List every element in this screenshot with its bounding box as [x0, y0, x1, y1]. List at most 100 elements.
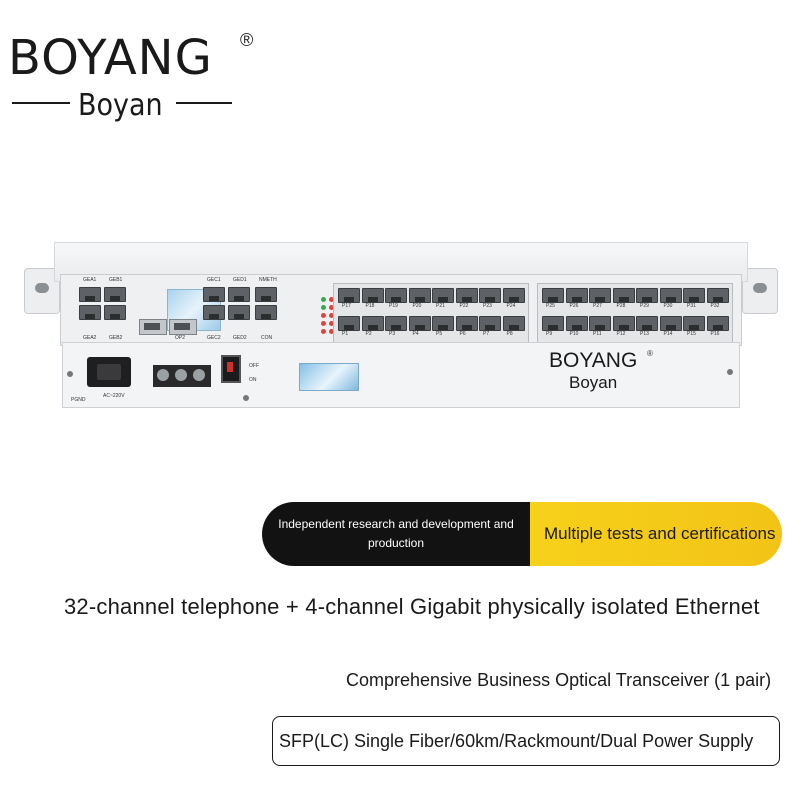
phone-port — [408, 288, 431, 303]
screw — [67, 371, 73, 377]
terminal-block — [153, 365, 211, 387]
rj45-port — [104, 287, 126, 302]
phone-port — [659, 316, 682, 331]
phone-port-label: P7 — [483, 331, 490, 337]
phone-port-label: P5 — [436, 331, 443, 337]
phone-port — [565, 288, 588, 303]
rear-panel: AC~220V PGND OFF ON BOYANG ® Boyan — [62, 342, 740, 408]
ac-power-inlet — [87, 357, 131, 387]
phone-port — [589, 316, 611, 331]
phone-port-label: P12 — [616, 331, 626, 337]
badge-research: Independent research and development and… — [262, 502, 530, 566]
rear-sticker — [299, 363, 359, 391]
front-panel: GEA1 GEB1 GEA2 GEB2 OP2 GEC1 GED1 NMETH … — [60, 274, 742, 346]
ge-label: GEB1 — [109, 277, 123, 283]
status-led — [329, 329, 334, 334]
phone-port-label: P29 — [640, 303, 649, 309]
rear-logo-subtitle: Boyan — [569, 373, 618, 392]
rj45-port — [255, 287, 277, 302]
phone-port-label: P3 — [389, 331, 396, 337]
phone-port-label: P22 — [459, 303, 469, 309]
phone-port-label: P19 — [389, 303, 398, 309]
phone-port — [385, 316, 407, 331]
phone-port — [706, 316, 729, 331]
status-led — [329, 297, 334, 302]
product-spec-text: SFP(LC) Single Fiber/60km/Rackmount/Dual… — [279, 730, 754, 751]
phone-port — [542, 288, 564, 303]
badge-research-text: Independent research and development and… — [278, 517, 514, 550]
ge-label: GED1 — [233, 277, 247, 283]
phone-port-label: P20 — [412, 303, 422, 309]
phone-port-label: P8 — [506, 331, 513, 337]
pgnd-label: PGND — [71, 397, 86, 403]
ge-label: NMETH — [259, 277, 277, 283]
phone-port — [432, 288, 454, 303]
phone-port-label: P32 — [710, 303, 720, 309]
phone-port-label: P18 — [365, 303, 375, 309]
phone-port-label: P31 — [687, 303, 696, 309]
device-chassis: GEA1 GEB1 GEA2 GEB2 OP2 GEC1 GED1 NMETH … — [54, 242, 748, 408]
op-label: OP2 — [175, 335, 186, 341]
ge-label: GEC1 — [207, 277, 221, 283]
rack-ear-right — [742, 268, 778, 314]
optical-transceiver-device: GEA1 GEB1 GEA2 GEB2 OP2 GEC1 GED1 NMETH … — [24, 238, 778, 408]
ge-label: GEA2 — [83, 335, 97, 341]
screw — [727, 369, 733, 375]
phone-port-label: P17 — [342, 303, 351, 309]
phone-port — [636, 316, 658, 331]
phone-port-label: P1 — [342, 331, 349, 337]
phone-port-label: P23 — [483, 303, 492, 309]
phone-port-label: P16 — [710, 331, 720, 337]
phone-port — [589, 288, 611, 303]
phone-port — [502, 316, 525, 331]
phone-port-label: P28 — [616, 303, 626, 309]
rear-logo-wordmark: BOYANG — [549, 349, 638, 372]
status-led — [321, 321, 326, 326]
rj45-port — [203, 287, 225, 302]
phone-port-label: P25 — [546, 303, 555, 309]
ac-label: AC~220V — [103, 393, 125, 399]
phone-port-label: P15 — [687, 331, 696, 337]
phone-port — [683, 316, 705, 331]
product-headline: 32-channel telephone + 4-channel Gigabit… — [64, 594, 760, 619]
sfp-slot — [169, 319, 197, 335]
phone-port-label: P30 — [663, 303, 673, 309]
phone-port — [683, 288, 705, 303]
status-led — [329, 313, 334, 318]
rj45-port — [228, 305, 250, 320]
status-led — [329, 321, 334, 326]
phone-port-label: P14 — [663, 331, 673, 337]
phone-port — [565, 316, 588, 331]
phone-port — [338, 288, 360, 303]
ge-label: GEB2 — [109, 335, 123, 341]
product-subhead: Comprehensive Business Optical Transceiv… — [346, 670, 772, 690]
phone-port — [659, 288, 682, 303]
phone-port — [361, 288, 384, 303]
phone-port — [455, 288, 478, 303]
phone-port — [408, 316, 431, 331]
rj45-port — [104, 305, 126, 320]
off-label: OFF — [249, 363, 259, 369]
rj45-port — [79, 305, 101, 320]
product-spec-box: SFP(LC) Single Fiber/60km/Rackmount/Dual… — [272, 716, 780, 766]
badge-certifications-text: Multiple tests and certifications — [544, 524, 776, 543]
logo-wordmark: BOYANG — [8, 30, 213, 86]
phone-port — [455, 316, 478, 331]
phone-port — [361, 316, 384, 331]
phone-port — [542, 316, 564, 331]
phone-port — [479, 316, 501, 331]
status-led — [321, 305, 326, 310]
status-led — [329, 305, 334, 310]
registered-mark: ® — [240, 30, 254, 50]
status-led — [321, 329, 326, 334]
phone-port-label: P6 — [459, 331, 466, 337]
rj45-port — [255, 305, 277, 320]
phone-port-label: P27 — [593, 303, 602, 309]
feature-badge: Multiple tests and certifications Indepe… — [262, 502, 782, 566]
phone-port-label: P11 — [593, 331, 602, 337]
phone-port — [338, 316, 360, 331]
logo-rule-right — [176, 102, 232, 104]
rear-brand-logo: BOYANG ® Boyan — [549, 349, 659, 393]
